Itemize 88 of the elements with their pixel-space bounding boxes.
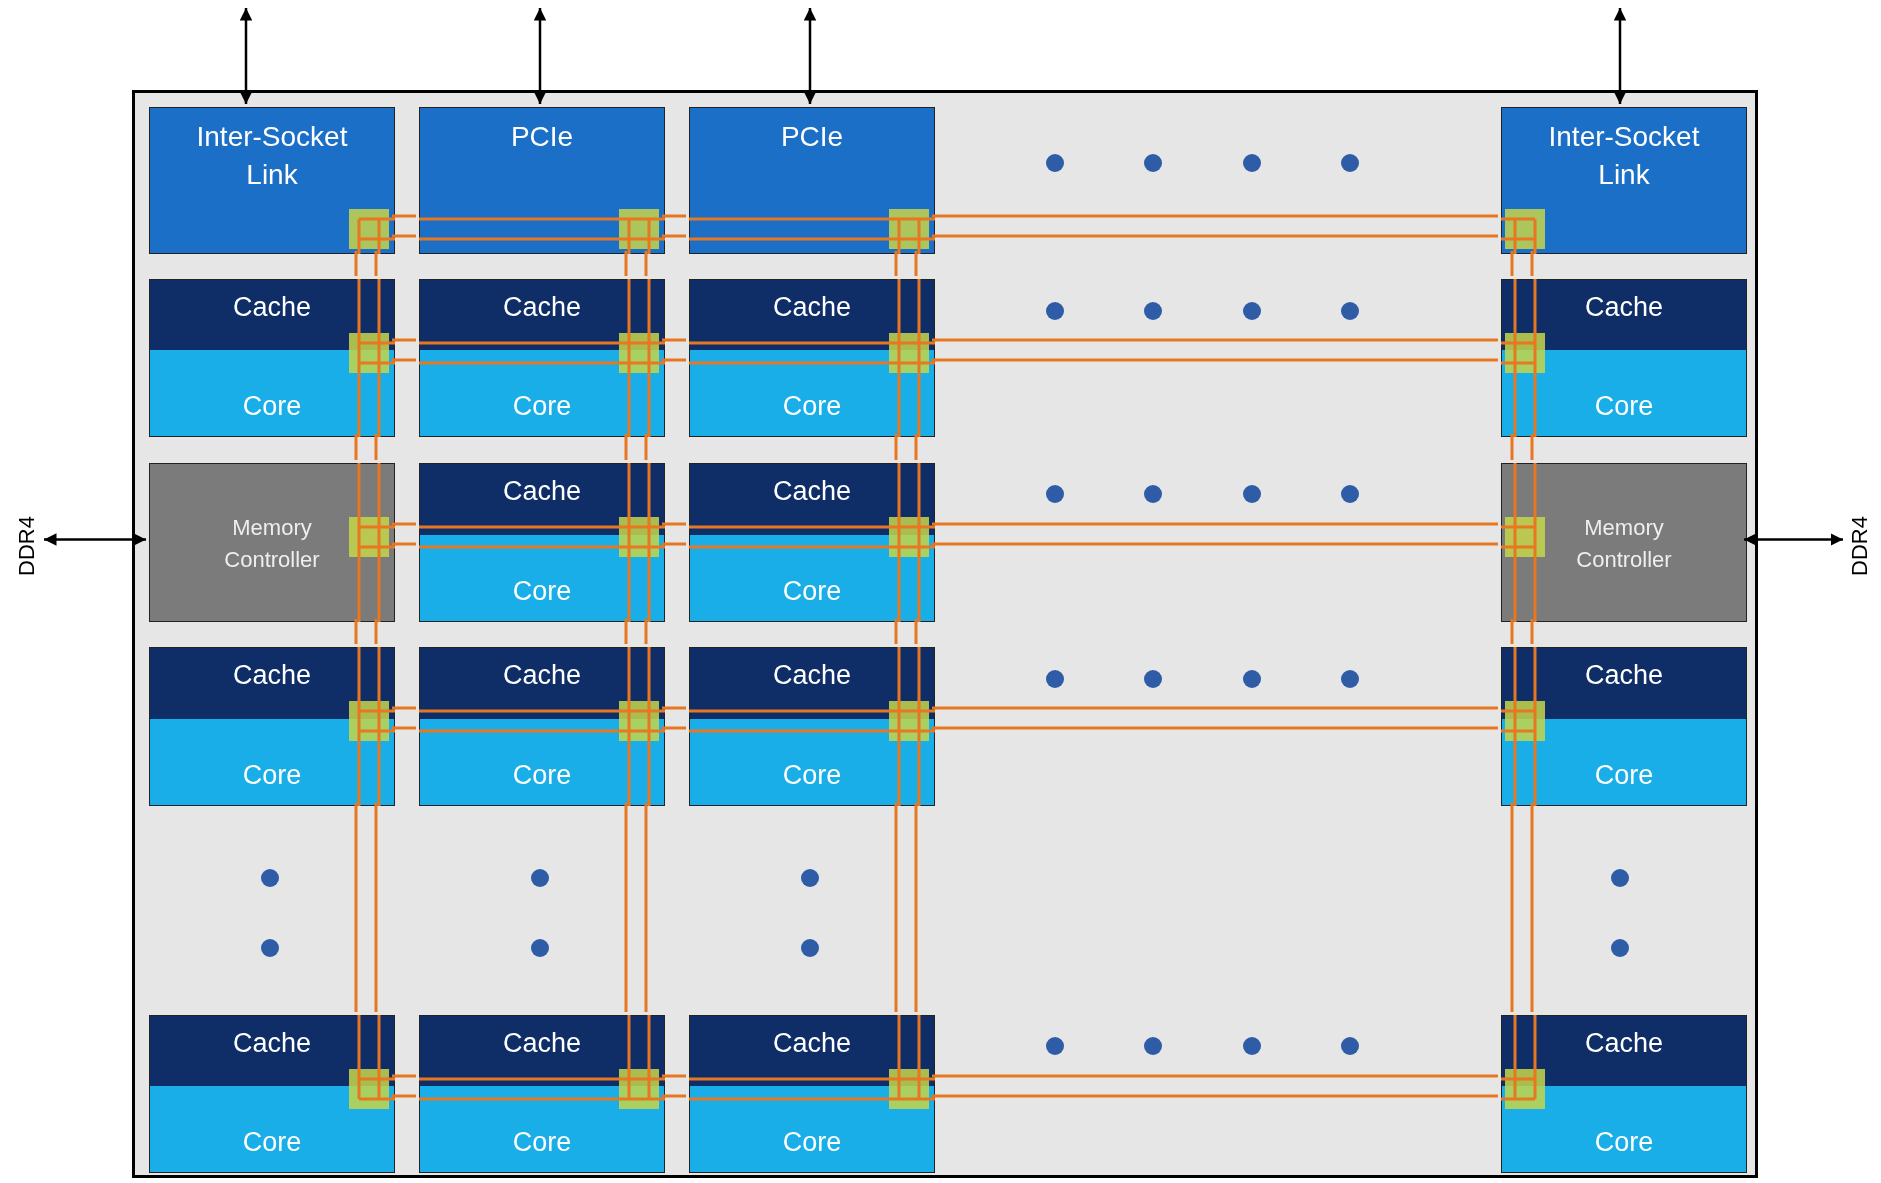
tile-label: Cache — [501, 660, 582, 691]
ring-interconnect — [930, 522, 1500, 546]
tile-label: Cache — [771, 660, 852, 691]
core-tile — [1501, 1015, 1747, 1173]
tile-label: Core — [241, 391, 303, 422]
core-tile — [419, 1015, 665, 1173]
ring-interconnect — [930, 1074, 1500, 1098]
ring-interconnect — [660, 522, 688, 546]
memory-controller-box — [1501, 463, 1747, 622]
tile-label: Core — [241, 1127, 303, 1158]
io-tile — [1501, 107, 1747, 254]
ring-interconnect — [624, 432, 648, 462]
ring-interconnect — [1510, 801, 1534, 1014]
ring-interconnect — [930, 214, 1500, 238]
tile-label: Cache — [231, 1028, 312, 1059]
tile-label: Core — [781, 1127, 843, 1158]
arrow — [239, 8, 253, 104]
core-tile — [149, 279, 395, 437]
tile-label: Core — [781, 576, 843, 607]
ring-interconnect — [1510, 432, 1534, 462]
core-tile — [149, 647, 395, 806]
ring-interconnect — [1510, 617, 1534, 646]
core-tile — [1501, 279, 1747, 437]
tile-label: Cache — [231, 292, 312, 323]
tile-label: Cache — [771, 1028, 852, 1059]
arrow — [44, 533, 146, 546]
tile-label: Cache — [1583, 292, 1664, 323]
tile-label: Cache — [771, 292, 852, 323]
tile-label: Core — [511, 1127, 573, 1158]
memory-controller-box — [149, 463, 395, 622]
arrow — [1613, 8, 1627, 104]
ring-interconnect — [624, 617, 648, 646]
arrow — [533, 8, 547, 104]
tile-label: Memory Controller — [1575, 514, 1673, 574]
ring-interconnect — [354, 617, 378, 646]
ring-interconnect — [894, 249, 918, 278]
tile-label: Inter-Socket Link — [1547, 120, 1701, 192]
ring-interconnect — [660, 214, 688, 238]
ring-interconnect — [354, 432, 378, 462]
ring-interconnect — [390, 706, 418, 730]
ring-interconnect — [930, 338, 1500, 362]
tile-label: Core — [241, 760, 303, 791]
io-tile — [419, 107, 665, 254]
ring-interconnect — [390, 338, 418, 362]
tile-label: Cache — [501, 1028, 582, 1059]
io-tile — [149, 107, 395, 254]
ring-interconnect — [390, 214, 418, 238]
arrow — [1744, 533, 1843, 546]
tile-label: Core — [1593, 1127, 1655, 1158]
ring-interconnect — [390, 522, 418, 546]
tile-label: Memory Controller — [223, 514, 321, 574]
tile-label: Cache — [771, 476, 852, 507]
tile-label: Core — [511, 391, 573, 422]
core-tile — [149, 1015, 395, 1173]
ring-interconnect — [354, 801, 378, 1014]
tile-label: Cache — [501, 292, 582, 323]
tile-label: Cache — [231, 660, 312, 691]
core-tile — [1501, 647, 1747, 806]
ring-interconnect — [930, 706, 1500, 730]
memory-label: DDR4 — [1843, 506, 1877, 586]
ring-interconnect — [624, 249, 648, 278]
tile-label: Core — [781, 760, 843, 791]
processor-die — [132, 90, 1758, 1178]
ring-interconnect — [660, 706, 688, 730]
tile-label: PCIe — [779, 120, 845, 154]
tile-label: Core — [1593, 760, 1655, 791]
tile-label: Cache — [501, 476, 582, 507]
memory-label: DDR4 — [10, 506, 44, 586]
ring-interconnect — [354, 249, 378, 278]
tile-label: Cache — [1583, 660, 1664, 691]
ring-interconnect — [390, 1074, 418, 1098]
tile-label: Inter-Socket Link — [195, 120, 349, 192]
ring-interconnect — [660, 338, 688, 362]
ring-interconnect — [894, 801, 918, 1014]
ring-interconnect — [1510, 249, 1534, 278]
ring-interconnect — [894, 432, 918, 462]
ring-interconnect — [660, 1074, 688, 1098]
core-tile — [689, 1015, 935, 1173]
ring-interconnect — [624, 801, 648, 1014]
tile-label: Core — [511, 760, 573, 791]
tile-label: Core — [1593, 391, 1655, 422]
tile-label: PCIe — [509, 120, 575, 154]
tile-label: Core — [781, 391, 843, 422]
arrow — [803, 8, 817, 104]
ring-interconnect — [894, 617, 918, 646]
tile-label: Cache — [1583, 1028, 1664, 1059]
tile-label: Core — [511, 576, 573, 607]
io-tile — [689, 107, 935, 254]
